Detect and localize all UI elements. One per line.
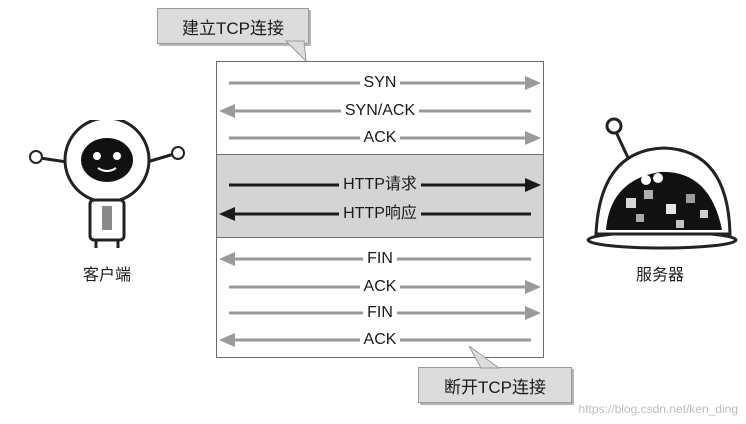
message-row: ACK [217, 329, 543, 351]
message-label-wrap: HTTP请求 [217, 174, 543, 196]
section-close: FIN ACK FIN ACK [217, 238, 543, 357]
callout-pointer-icon [284, 40, 307, 63]
server-label: 服务器 [635, 267, 684, 284]
callout-close-connection: 断开TCP连接 [418, 345, 572, 403]
message-label-wrap: FIN [217, 248, 543, 270]
robot-server-icon [586, 117, 738, 250]
message-label: ACK [359, 278, 401, 295]
message-row: ACK [217, 276, 543, 298]
client-actor: 客户端 [22, 116, 192, 285]
message-row: SYN [217, 72, 543, 94]
section-http: HTTP请求 HTTP响应 [217, 154, 543, 238]
message-row: FIN [217, 248, 543, 270]
message-row: HTTP请求 [217, 174, 543, 196]
message-label: HTTP请求 [339, 176, 421, 193]
message-label-wrap: ACK [217, 329, 543, 351]
message-label: SYN/ACK [340, 102, 420, 119]
message-label-wrap: SYN [217, 72, 543, 94]
message-label: FIN [363, 304, 397, 321]
robot-client-icon [29, 116, 185, 248]
server-actor: 服务器 [580, 110, 740, 285]
message-label-wrap: ACK [217, 276, 543, 298]
message-label: ACK [359, 331, 401, 348]
tcp-sequence-diagram: SYN SYN/ACK ACK HTTP请求 HTTP响应 FIN ACK FIN ACK [216, 61, 544, 358]
message-row: ACK [217, 127, 543, 149]
message-label: ACK [359, 129, 401, 146]
callout-establish-connection: 建立TCP连接 [157, 8, 309, 63]
callout-close-label: 断开TCP连接 [444, 377, 546, 397]
watermark: https://blog.csdn.net/ken_ding [578, 402, 738, 416]
message-label: SYN [359, 74, 401, 91]
callout-pointer-icon [468, 345, 501, 369]
message-label: FIN [363, 250, 397, 267]
message-label-wrap: HTTP响应 [217, 203, 543, 225]
message-label-wrap: ACK [217, 127, 543, 149]
message-label-wrap: SYN/ACK [217, 100, 543, 122]
message-label-wrap: FIN [217, 302, 543, 324]
section-connect: SYN SYN/ACK ACK [217, 62, 543, 154]
client-label: 客户端 [82, 267, 131, 284]
message-label: HTTP响应 [339, 205, 421, 222]
message-row: FIN [217, 302, 543, 324]
callout-establish-label: 建立TCP连接 [182, 18, 284, 38]
message-row: SYN/ACK [217, 100, 543, 122]
message-row: HTTP响应 [217, 203, 543, 225]
